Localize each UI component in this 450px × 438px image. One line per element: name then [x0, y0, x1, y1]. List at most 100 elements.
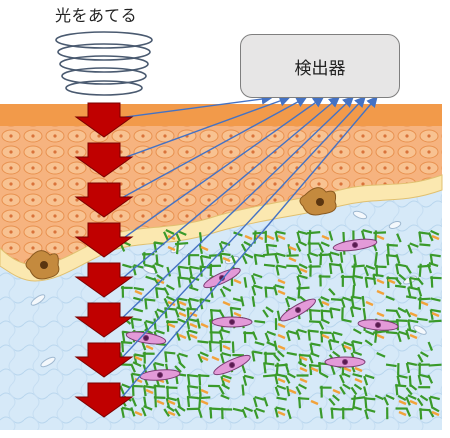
- collagen-fiber: [407, 394, 417, 400]
- collagen-fiber: [396, 375, 401, 386]
- collagen-fiber: [144, 328, 154, 335]
- collagen-fiber: [231, 341, 235, 353]
- collagen-fiber: [119, 385, 125, 395]
- collagen-fiber: [351, 341, 356, 352]
- collagen-fiber: [177, 405, 186, 412]
- collagen-fiber: [363, 266, 369, 277]
- collagen-fiber: [319, 252, 323, 266]
- collagen-fiber: [264, 332, 270, 343]
- collagen-fiber: [308, 320, 321, 324]
- collagen-fiber: [221, 383, 231, 390]
- collagen-fiber: [407, 319, 419, 324]
- collagen-fiber: [364, 397, 368, 409]
- elastin-fiber: [222, 300, 231, 307]
- collagen-fiber: [241, 408, 248, 419]
- melanocyte-1: [25, 250, 60, 280]
- elastin-fiber: [244, 234, 253, 241]
- collagen-fiber: [427, 263, 432, 274]
- collagen-fiber: [407, 244, 413, 254]
- collagen-fiber: [419, 243, 431, 247]
- collagen-fiber: [297, 361, 307, 368]
- collagen-fiber: [398, 273, 407, 281]
- collagen-fiber: [352, 274, 364, 279]
- elastin-fiber: [134, 355, 143, 362]
- collagen-fiber: [178, 265, 189, 270]
- collagen-fiber: [320, 296, 330, 302]
- elastin-fiber: [376, 278, 385, 285]
- collagen-fiber: [352, 340, 363, 345]
- elastin-fiber: [134, 410, 143, 417]
- elastin-fiber: [200, 399, 209, 406]
- collagen-fiber: [251, 285, 257, 296]
- collagen-fiber: [276, 264, 287, 269]
- collagen-fiber: [397, 307, 407, 314]
- collagen-fiber: [352, 263, 356, 277]
- collagen-fiber: [121, 340, 125, 353]
- collagen-fiber: [308, 354, 314, 364]
- collagen-fiber: [409, 383, 418, 391]
- collagen-fiber: [309, 343, 314, 354]
- collagen-fiber: [122, 263, 132, 269]
- collagen-fiber: [121, 383, 131, 389]
- collagen-fiber: [177, 317, 187, 324]
- collagen-fiber: [373, 273, 384, 278]
- collagen-fiber: [418, 296, 422, 310]
- collagen-fiber: [262, 252, 277, 257]
- collagen-fiber: [295, 330, 301, 340]
- collagen-fiber: [351, 275, 356, 287]
- collagen-fiber: [395, 254, 401, 264]
- collagen-fiber: [266, 341, 276, 347]
- elastin-fiber: [409, 333, 418, 340]
- collagen-fiber: [349, 306, 355, 318]
- elastin-fiber: [134, 289, 143, 296]
- collagen-fiber: [252, 273, 263, 279]
- collagen-fiber: [339, 386, 346, 395]
- collagen-fiber: [398, 330, 409, 336]
- collagen-fiber: [163, 297, 170, 308]
- collagen-fiber: [385, 363, 397, 368]
- collagen-fiber: [163, 286, 170, 296]
- collagen-fiber: [395, 384, 399, 396]
- collagen-fiber: [417, 353, 424, 363]
- collagen-fiber: [143, 405, 153, 411]
- elastin-fiber: [431, 410, 440, 417]
- elastin-fiber: [255, 234, 264, 241]
- collagen-fiber: [263, 362, 267, 374]
- collagen-fiber: [332, 350, 341, 358]
- collagen-fiber: [328, 397, 336, 406]
- collagen-fiber: [297, 285, 301, 299]
- collagen-fiber: [330, 365, 336, 375]
- collagen-fiber: [165, 229, 175, 235]
- collagen-fiber: [428, 363, 442, 367]
- elastin-fiber: [277, 234, 286, 241]
- elastin-fiber: [365, 300, 374, 307]
- collagen-fiber: [341, 318, 352, 323]
- collagen-fiber: [397, 394, 407, 402]
- collagen-fiber: [218, 330, 224, 341]
- collagen-fiber: [131, 397, 137, 407]
- collagen-fiber: [276, 310, 281, 322]
- elastin-fiber: [409, 311, 418, 318]
- collagen-fiber: [418, 231, 422, 243]
- downward-arrow-icon: [74, 102, 134, 138]
- elastin-fiber: [178, 311, 187, 318]
- collagen-fiber: [285, 297, 291, 308]
- collagen-fiber: [189, 275, 200, 281]
- collagen-fiber: [418, 373, 429, 379]
- collagen-fiber: [296, 231, 301, 242]
- collagen-fiber: [364, 277, 369, 288]
- elastin-fiber: [277, 410, 286, 417]
- collagen-fiber: [143, 263, 154, 269]
- collagen-fiber: [286, 351, 298, 356]
- collagen-fiber: [232, 297, 243, 303]
- collagen-fiber: [274, 407, 279, 418]
- downward-arrow-icon: [74, 302, 134, 338]
- collagen-fiber: [189, 265, 201, 270]
- collagen-fiber: [405, 308, 412, 318]
- collagen-fiber: [275, 252, 286, 258]
- collagen-fiber: [143, 321, 149, 332]
- elastin-fiber: [222, 377, 231, 384]
- collagen-fiber: [419, 351, 429, 358]
- collagen-fiber: [166, 405, 175, 412]
- collagen-fiber: [328, 252, 334, 263]
